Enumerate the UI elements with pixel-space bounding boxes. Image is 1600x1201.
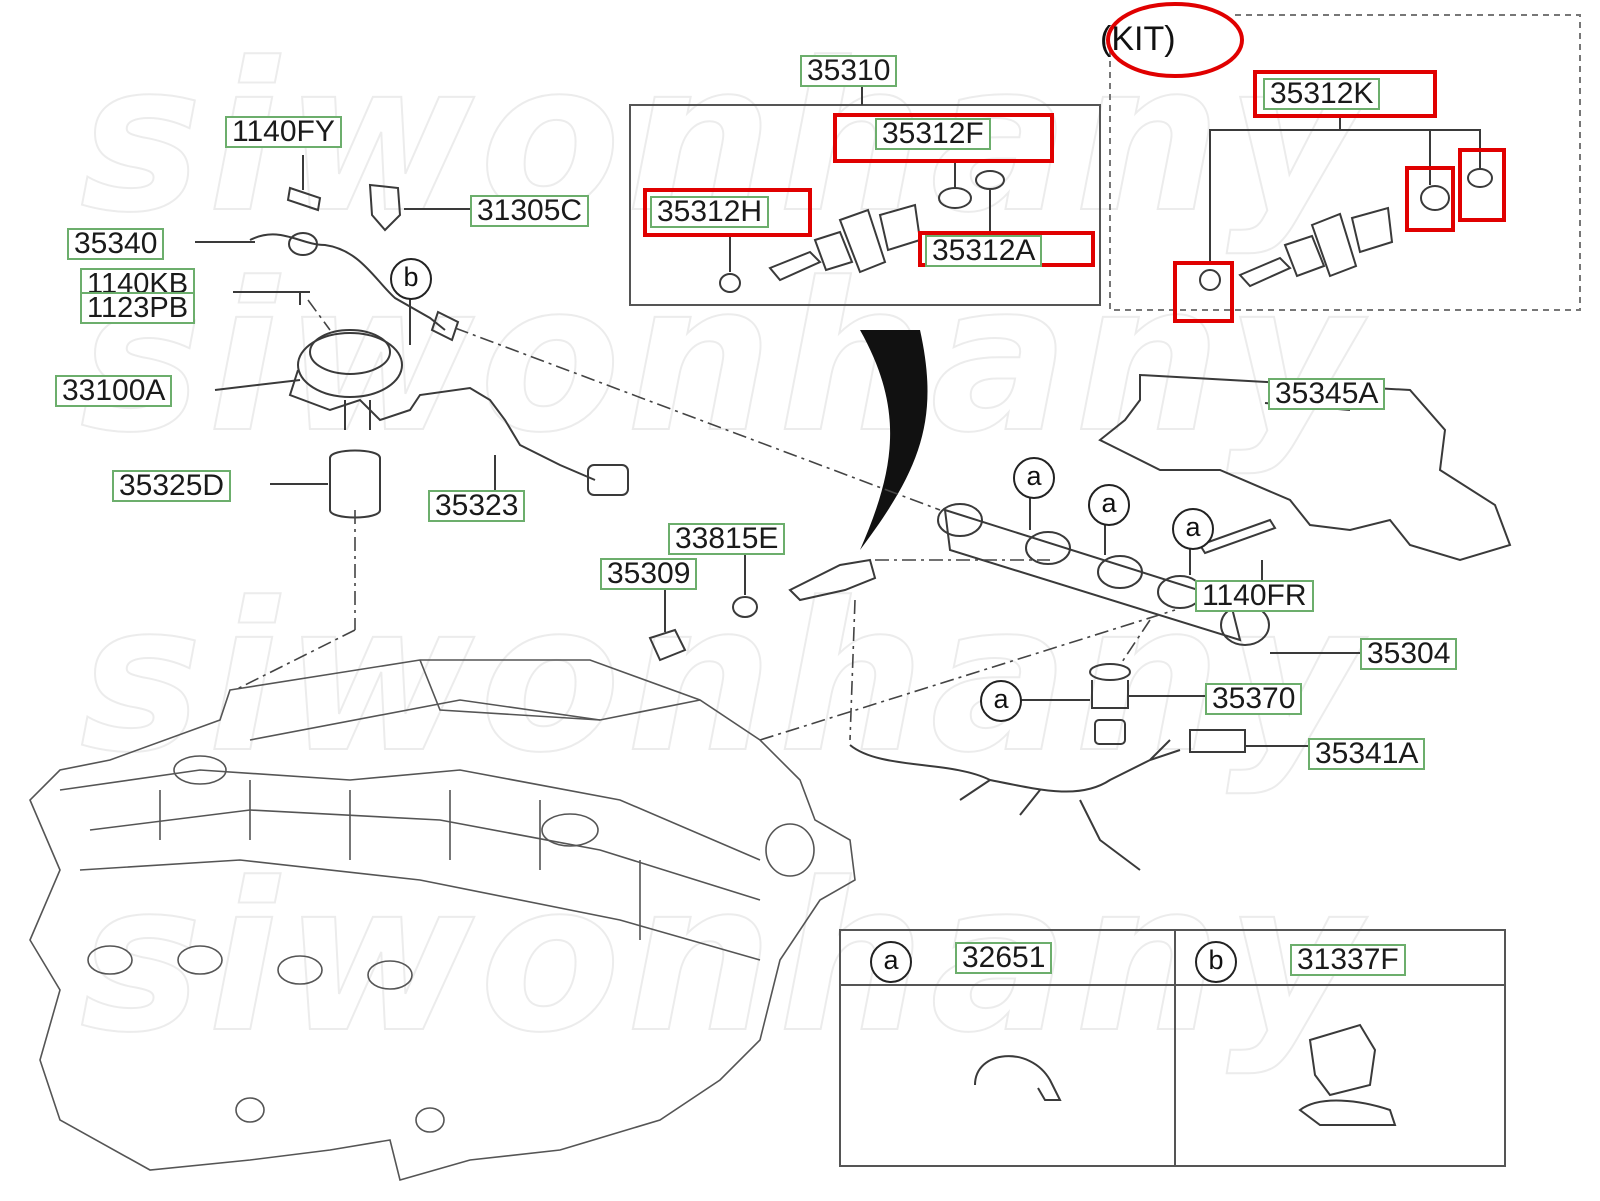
part-label-31337f[interactable]: 31337F xyxy=(1290,944,1406,976)
kit-injector xyxy=(1199,168,1493,291)
part-label-1123pb[interactable]: 1123PB xyxy=(80,292,196,324)
callout-a-inset: a xyxy=(870,941,912,983)
leader-lines xyxy=(195,155,1360,747)
injector-group-box xyxy=(629,104,1101,306)
part-label-35323[interactable]: 35323 xyxy=(428,490,526,522)
wiring-harness xyxy=(849,739,1181,871)
part-label-31305c[interactable]: 31305C xyxy=(470,195,590,227)
highlight-kit-label xyxy=(1106,2,1244,78)
kit-label: (KIT) xyxy=(1100,20,1176,58)
seal-ring xyxy=(732,596,758,618)
callout-b-inset: b xyxy=(1195,941,1237,983)
high-pressure-pump xyxy=(249,183,629,519)
part-label-33815e[interactable]: 33815E xyxy=(668,523,786,555)
highlight-kit-oring xyxy=(1405,166,1455,232)
part-label-1140fy[interactable]: 1140FY xyxy=(225,116,342,148)
harness-connector xyxy=(1189,729,1246,753)
part-label-35310[interactable]: 35310 xyxy=(800,55,898,87)
clip-32651-drawing xyxy=(974,1055,1062,1101)
part-label-35340[interactable]: 35340 xyxy=(67,228,165,260)
engine-block xyxy=(29,659,856,1181)
part-label-35309[interactable]: 35309 xyxy=(600,558,698,590)
dash-line-5 xyxy=(759,609,1176,741)
pressure-sensor xyxy=(1089,663,1131,745)
part-label-35341a[interactable]: 35341A xyxy=(1308,738,1426,770)
inset-table xyxy=(839,929,1506,1167)
dash-line-1 xyxy=(307,299,331,331)
callout-b-pump: b xyxy=(390,258,432,300)
part-label-35345a[interactable]: 35345A xyxy=(1268,378,1386,410)
fuel-injector xyxy=(719,160,1005,293)
dash-line-8 xyxy=(1119,619,1151,666)
callout-a-rail-2: a xyxy=(1088,484,1130,526)
part-label-35312k[interactable]: 35312K xyxy=(1263,78,1381,110)
part-label-35325d[interactable]: 35325D xyxy=(112,470,232,502)
highlight-35312k xyxy=(1253,70,1437,118)
direction-arrow xyxy=(860,330,928,550)
part-label-35312h[interactable]: 35312H xyxy=(650,196,770,228)
callout-a-sensor: a xyxy=(980,680,1022,722)
kit-leaders xyxy=(1209,115,1481,265)
part-label-33100a[interactable]: 33100A xyxy=(55,375,173,407)
temperature-sensor xyxy=(788,558,877,602)
dash-line-7 xyxy=(849,599,856,741)
clamp-31337f-drawing xyxy=(1298,1023,1397,1126)
dash-line-2 xyxy=(454,327,941,511)
highlight-kit-seal xyxy=(1173,261,1234,323)
highlight-35312h xyxy=(643,188,812,237)
part-label-35312a[interactable]: 35312A xyxy=(925,235,1043,267)
highlight-kit-washer xyxy=(1458,148,1506,222)
part-label-1140fr[interactable]: 1140FR xyxy=(1195,580,1314,612)
highlight-35312f xyxy=(833,113,1054,163)
highlights xyxy=(643,2,1506,323)
callout-a-rail-1: a xyxy=(1013,457,1055,499)
callout-a-rail-3: a xyxy=(1172,508,1214,550)
fuel-rail-cover xyxy=(1098,373,1512,562)
part-label-35312f[interactable]: 35312F xyxy=(875,118,991,150)
kit-box xyxy=(1109,14,1581,311)
part-label-35304[interactable]: 35304 xyxy=(1360,638,1458,670)
bracket xyxy=(648,628,687,662)
part-label-32651[interactable]: 32651 xyxy=(955,942,1053,974)
fuel-rail xyxy=(937,490,1277,646)
part-label-35370[interactable]: 35370 xyxy=(1205,683,1303,715)
dash-line-4 xyxy=(234,629,356,691)
